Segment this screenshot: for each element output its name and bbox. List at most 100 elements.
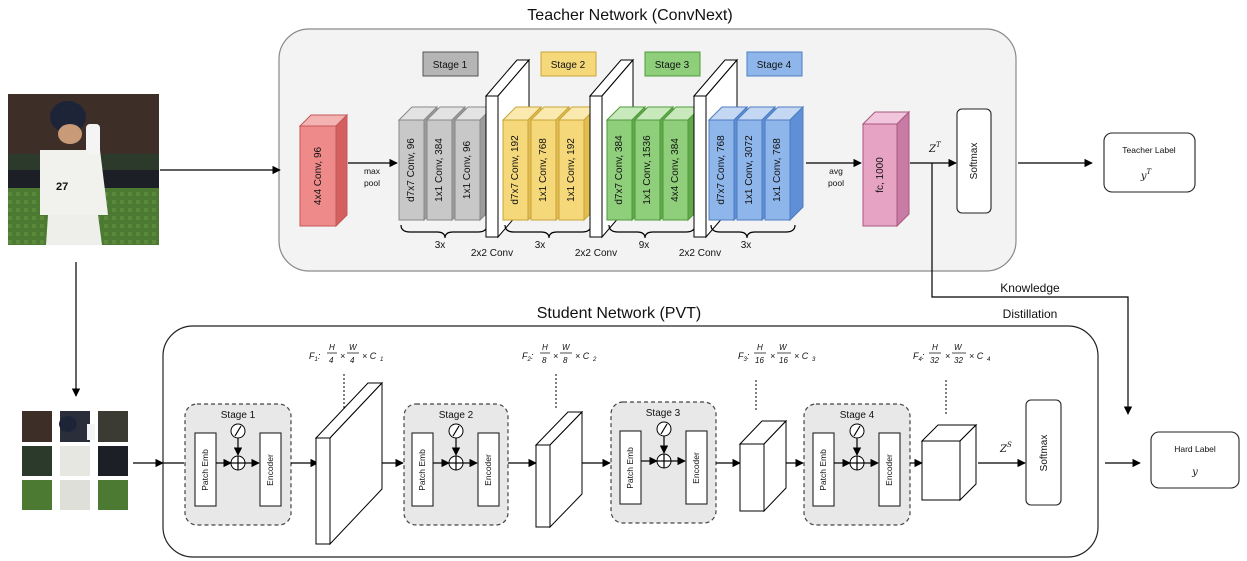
svg-text:×: ×: [945, 351, 950, 361]
svg-text:16: 16: [755, 356, 764, 365]
svg-text:H: H: [757, 343, 763, 352]
svg-text:W: W: [562, 343, 571, 352]
student-softmax-label: Softmax: [1039, 435, 1050, 472]
svg-text:×: ×: [770, 351, 775, 361]
svg-text:Patch Emb: Patch Emb: [625, 447, 635, 489]
fc-label: fc, 1000: [875, 157, 886, 193]
svg-text:× C: × C: [794, 351, 809, 361]
svg-text:Stage 2: Stage 2: [551, 60, 586, 71]
teacher-logit: ZT: [928, 141, 942, 155]
teacher-stage-1-repeat: 3x: [435, 240, 446, 251]
distillation-label-2: Distillation: [1003, 307, 1058, 321]
student-logit: ZS: [999, 441, 1012, 455]
svg-text:2x2 Conv: 2x2 Conv: [679, 248, 721, 259]
svg-text:4: 4: [350, 356, 355, 365]
distillation-label-1: Knowledge: [1000, 281, 1060, 295]
svg-text:2x2 Conv: 2x2 Conv: [575, 248, 617, 259]
svg-text:Encoder: Encoder: [265, 454, 275, 486]
svg-text:F4:: F4:: [913, 351, 925, 363]
svg-text:H: H: [542, 343, 548, 352]
svg-text:×: ×: [340, 351, 345, 361]
student-stage-1: Stage 1 Patch Emb Encoder: [184, 403, 292, 526]
svg-text:Patch Emb: Patch Emb: [417, 449, 427, 491]
student-title: Student Network (PVT): [537, 305, 702, 322]
svg-text:d7x7 Conv, 384: d7x7 Conv, 384: [614, 135, 625, 205]
svg-text:F2:: F2:: [522, 351, 534, 363]
svg-text:W: W: [349, 343, 358, 352]
svg-text:Encoder: Encoder: [691, 452, 701, 484]
svg-text:H: H: [329, 343, 335, 352]
svg-text:32: 32: [930, 356, 939, 365]
teacher-stage-4-layer-3: 1x1 Conv, 768: [763, 105, 805, 222]
svg-text:× C: × C: [575, 351, 590, 361]
svg-text:1x1 Conv, 768: 1x1 Conv, 768: [772, 138, 783, 202]
svg-text:32: 32: [954, 356, 963, 365]
svg-text:pool: pool: [828, 178, 844, 188]
svg-text:Stage 4: Stage 4: [840, 410, 875, 421]
svg-text:4: 4: [329, 356, 334, 365]
hard-label-box: [1150, 431, 1240, 489]
teacher-stage-3-repeat: 9x: [639, 240, 650, 251]
svg-text:2: 2: [592, 357, 597, 363]
svg-text:3: 3: [812, 357, 816, 363]
svg-text:Patch Emb: Patch Emb: [818, 449, 828, 491]
svg-text:8: 8: [563, 356, 568, 365]
maxpool-label-1: max: [364, 166, 381, 176]
feature-map-3: [738, 378, 788, 513]
svg-text:Encoder: Encoder: [483, 454, 493, 486]
svg-text:1x1 Conv, 1536: 1x1 Conv, 1536: [642, 135, 653, 205]
teacher-stage-1-brace: [400, 224, 488, 239]
student-stage-2: Stage 2 Patch Emb Encoder: [403, 403, 509, 526]
svg-text:× C: × C: [362, 351, 377, 361]
distillation-arrow: [931, 163, 1133, 415]
feature-map-2: [534, 373, 584, 529]
svg-text:Stage 3: Stage 3: [646, 408, 681, 419]
svg-text:d7x7 Conv, 768: d7x7 Conv, 768: [716, 135, 727, 205]
teacher-title: Teacher Network (ConvNext): [527, 7, 732, 24]
stem-conv-label: 4x4 Conv, 96: [313, 146, 324, 205]
svg-text:Encoder: Encoder: [884, 454, 894, 486]
svg-text:1x1 Conv, 96: 1x1 Conv, 96: [462, 140, 473, 199]
teacher-label-box: [1103, 132, 1196, 193]
svg-text:4x4 Conv, 384: 4x4 Conv, 384: [670, 138, 681, 202]
student-softmax-box: [1025, 399, 1062, 506]
svg-text:F1:: F1:: [309, 351, 321, 363]
patch-grid-image: [22, 411, 128, 510]
teacher-softmax-label: Softmax: [969, 143, 980, 180]
hard-label-var: y: [1191, 467, 1198, 478]
svg-text:1x1 Conv, 192: 1x1 Conv, 192: [566, 138, 577, 202]
svg-text:4: 4: [987, 357, 991, 363]
svg-text:Stage 4: Stage 4: [757, 60, 792, 71]
student-stage-3: Stage 3 Patch Emb Encoder: [610, 401, 717, 524]
fc-block: fc, 1000: [861, 110, 911, 228]
svg-text:× C: × C: [969, 351, 984, 361]
teacher-stage-4: Stage 4 d7x7 Conv, 768 1x1 Conv, 3072 1x…: [707, 51, 805, 251]
svg-text:W: W: [779, 343, 788, 352]
maxpool-label-2: pool: [364, 178, 380, 188]
teacher-label-title: Teacher Label: [1122, 145, 1176, 155]
svg-text:Patch Emb: Patch Emb: [200, 449, 210, 491]
svg-text:H: H: [932, 343, 938, 352]
svg-text:F3:: F3:: [738, 351, 750, 363]
svg-text:1: 1: [380, 357, 383, 363]
teacher-stage-1-label: Stage 1: [433, 60, 468, 71]
svg-text:Stage 3: Stage 3: [655, 60, 690, 71]
svg-text:×: ×: [553, 351, 558, 361]
downsample-1-label: 2x2 Conv: [471, 248, 513, 259]
teacher-stage-4-repeat: 3x: [741, 240, 752, 251]
teacher-label-var: yT: [1140, 168, 1153, 182]
svg-text:d7x7 Conv, 192: d7x7 Conv, 192: [510, 135, 521, 205]
feature-map-1: [314, 373, 384, 546]
stem-conv-block: 4x4 Conv, 96: [298, 113, 349, 228]
svg-text:Stage 2: Stage 2: [439, 410, 474, 421]
input-image: 27: [8, 94, 159, 245]
svg-text:27: 27: [56, 181, 68, 193]
hard-label-title: Hard Label: [1174, 444, 1216, 454]
teacher-softmax-box: [956, 108, 992, 214]
svg-text:avg: avg: [829, 166, 843, 176]
